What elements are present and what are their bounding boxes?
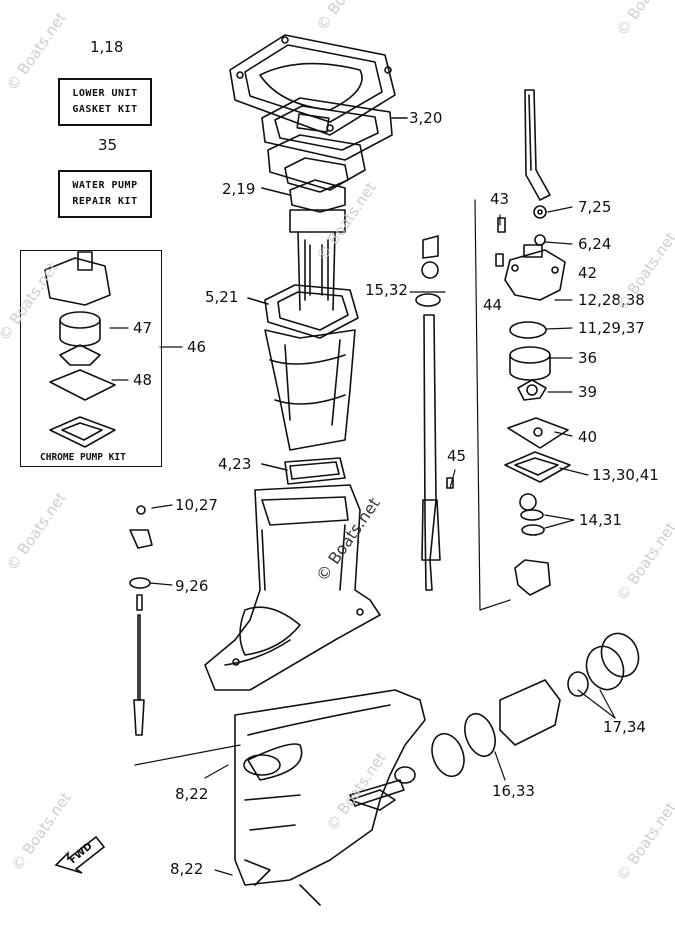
gasket-plate xyxy=(261,97,408,161)
gasket-4-23 xyxy=(261,457,346,485)
propeller-shaft-parts xyxy=(349,632,640,807)
label-16-33: 16,33 xyxy=(492,782,535,800)
label-39: 39 xyxy=(578,383,598,401)
label-14-31: 14,31 xyxy=(579,511,622,529)
kit-water-pump-box: WATER PUMP REPAIR KIT xyxy=(58,170,152,218)
gear-case xyxy=(234,689,426,906)
label-43: 43 xyxy=(490,190,510,208)
label-5-21: 5,21 xyxy=(205,288,239,306)
top-cover-plate xyxy=(229,34,396,136)
label-6-24: 6,24 xyxy=(578,235,612,253)
kit-water-pump-number: 35 xyxy=(98,136,118,154)
label-36: 36 xyxy=(578,349,598,367)
label-40: 40 xyxy=(578,428,598,446)
label-12-28-38: 12,28,38 xyxy=(578,291,645,309)
fwd-arrow-icon xyxy=(54,835,106,874)
chrome-pump-kit-parts xyxy=(44,251,116,448)
label-8-22-upper: 8,22 xyxy=(175,785,209,803)
label-46: 46 xyxy=(187,338,207,356)
o-ring-11 xyxy=(509,321,547,339)
gasket-13 xyxy=(504,451,571,483)
upper-casing xyxy=(264,329,356,451)
kit-water-pump-line2: REPAIR KIT xyxy=(72,196,138,207)
chrome-pump-kit-frame xyxy=(20,250,162,467)
label-11-29-37: 11,29,37 xyxy=(578,319,645,337)
label-2-19: 2,19 xyxy=(222,180,256,198)
label-47: 47 xyxy=(133,319,153,337)
kit-gasket-box: LOWER UNIT GASKET KIT xyxy=(58,78,152,126)
label-15-32: 15,32 xyxy=(365,281,408,299)
label-8-22-lower: 8,22 xyxy=(170,860,204,878)
label-45: 45 xyxy=(447,447,467,465)
label-44: 44 xyxy=(483,296,503,314)
drive-shaft-housing xyxy=(204,484,381,691)
label-9-26: 9,26 xyxy=(175,577,209,595)
impeller-39 xyxy=(517,379,547,401)
drive-shaft xyxy=(415,235,454,591)
gasket-5-21 xyxy=(247,284,359,339)
kit-gasket-number: 1,18 xyxy=(90,38,124,56)
label-10-27: 10,27 xyxy=(175,496,218,514)
water-pump-tube xyxy=(524,89,551,201)
kit-gasket-line2: GASKET KIT xyxy=(72,104,138,115)
adapter-plate xyxy=(261,134,366,213)
chrome-pump-kit-caption: CHROME PUMP KIT xyxy=(40,452,126,463)
shift-rod xyxy=(129,505,153,736)
label-17-34: 17,34 xyxy=(603,718,646,736)
kit-gasket-line1: LOWER UNIT xyxy=(72,88,138,99)
label-7-25: 7,25 xyxy=(578,198,612,216)
kit-water-pump-line1: WATER PUMP xyxy=(72,180,138,191)
water-pump-housing xyxy=(495,205,566,301)
insert-cartridge-36 xyxy=(509,346,551,381)
exhaust-tube xyxy=(289,209,346,311)
outer-plate-40 xyxy=(507,417,569,449)
seals-14 xyxy=(514,493,551,596)
label-4-23: 4,23 xyxy=(218,455,252,473)
label-48: 48 xyxy=(133,371,153,389)
label-3-20: 3,20 xyxy=(409,109,443,127)
label-42: 42 xyxy=(578,264,598,282)
leader-lines xyxy=(109,199,616,876)
label-13-30-41: 13,30,41 xyxy=(592,466,659,484)
